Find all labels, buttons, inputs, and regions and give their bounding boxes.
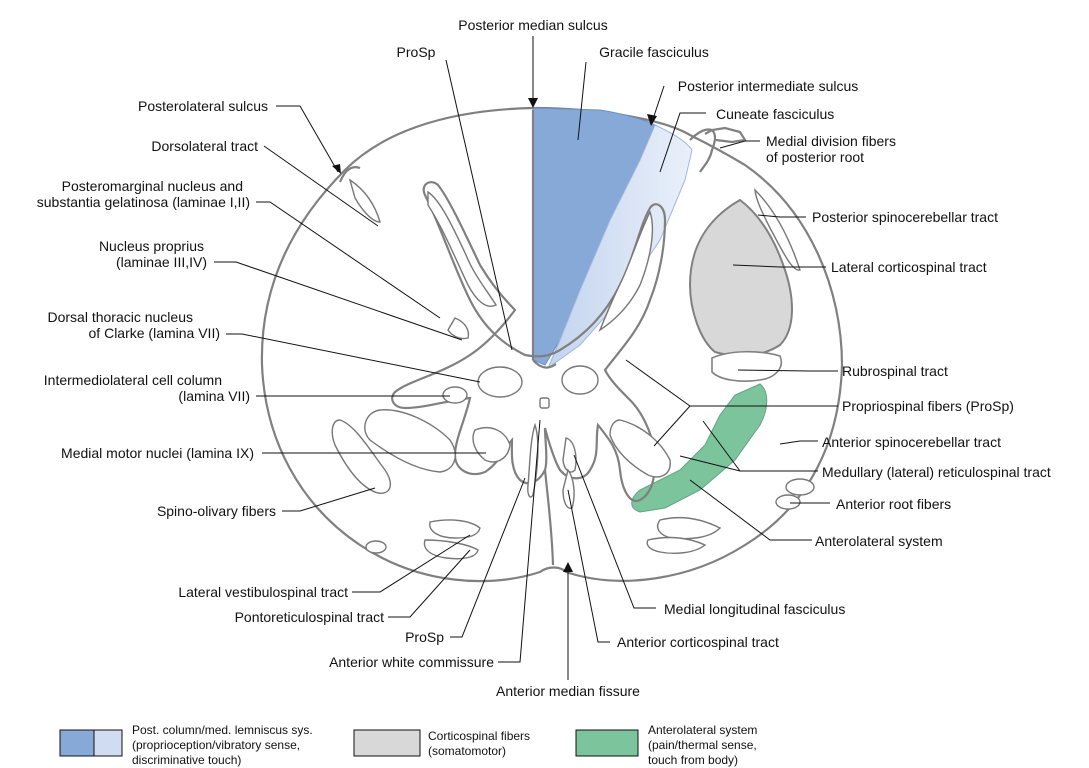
medial-division-fibers-root	[689, 128, 717, 173]
label-medial-division-fibers-1: Medial division fibers	[766, 133, 896, 149]
legend-item-corticospinal: Corticospinal fibers (somatomotor)	[353, 729, 530, 758]
label-rubrospinal-tract: Rubrospinal tract	[842, 363, 948, 379]
legend-swatch-post-column-dark	[59, 729, 95, 757]
label-dorsolateral-tract: Dorsolateral tract	[151, 138, 258, 154]
label-anterior-white-commissure: Anterior white commissure	[329, 654, 494, 670]
legend-post-column-line2: (proprioception/vibratory sense,	[132, 738, 300, 752]
central-canal	[539, 397, 550, 409]
leader-lines	[214, 36, 838, 680]
label-intermediolateral-2: (lamina VII)	[178, 388, 250, 404]
legend-swatch-post-column-light	[93, 729, 123, 757]
legend-anterolateral-line3: touch from body)	[648, 753, 738, 767]
cuneate-fasciculus-region	[546, 124, 693, 370]
anterior-spinocerebellar-shape	[656, 516, 722, 540]
label-anterior-corticospinal-tract: Anterior corticospinal tract	[617, 634, 779, 650]
label-dorsal-thoracic-2: of Clarke (lamina VII)	[89, 325, 220, 341]
label-medial-division-fibers-2: of posterior root	[766, 149, 864, 165]
label-lateral-corticospinal-tract: Lateral corticospinal tract	[831, 259, 987, 275]
legend-post-column-line1: Post. column/med. lemniscus sys.	[132, 723, 313, 737]
label-lateral-vestibulospinal-tract: Lateral vestibulospinal tract	[178, 584, 348, 600]
posterior-spinocerebellar-shape	[754, 188, 801, 271]
pontoreticulospinal-shape	[429, 519, 481, 539]
label-anterior-root-fibers: Anterior root fibers	[836, 496, 951, 512]
anterior-root-bundle-1	[785, 478, 815, 496]
legend-anterolateral-line2: (pain/thermal sense,	[648, 738, 757, 752]
label-posterior-intermediate-sulcus: Posterior intermediate sulcus	[678, 78, 859, 94]
right-substantia-gelatinosa-shape	[598, 210, 654, 332]
label-gracile-fasciculus: Gracile fasciculus	[599, 44, 709, 60]
intermediolateral-column-shape	[442, 386, 468, 404]
legend-anterolateral-line1: Anterolateral system	[648, 723, 757, 737]
label-propriospinal-fibers: Propriospinal fibers (ProSp)	[842, 398, 1014, 414]
label-medial-longitudinal-fasciculus: Medial longitudinal fasciculus	[664, 601, 845, 617]
dorsal-thoracic-nucleus-shape	[477, 366, 523, 398]
label-nucleus-proprius-1: Nucleus proprius	[99, 238, 204, 254]
right-posterior-column-boundary	[532, 359, 557, 369]
medial-motor-nuclei-shape	[472, 427, 511, 463]
label-anterior-spinocerebellar-tract: Anterior spinocerebellar tract	[822, 434, 1001, 450]
lateral-vestibulospinal-shape	[423, 539, 479, 560]
left-ventral-horn-inner	[364, 409, 456, 473]
legend: Post. column/med. lemniscus sys. (propri…	[59, 723, 757, 767]
label-pontoreticulospinal-tract: Pontoreticulospinal tract	[235, 609, 385, 625]
legend-corticospinal-line2: (somatomotor)	[428, 744, 506, 758]
legend-corticospinal-line1: Corticospinal fibers	[428, 729, 530, 743]
right-dorsal-nucleus-shape	[561, 365, 599, 395]
label-medial-motor-nuclei: Medial motor nuclei (lamina IX)	[61, 445, 254, 461]
anterior-root-bundle-3	[365, 540, 387, 554]
label-prosp-top: ProSp	[397, 44, 436, 60]
label-posterior-spinocerebellar-tract: Posterior spinocerebellar tract	[812, 209, 998, 225]
dorsolateral-tract-shape	[348, 178, 381, 223]
right-ventral-horn-inner	[609, 419, 671, 478]
anterolateral-system-region	[631, 383, 768, 513]
label-nucleus-proprius-2: (laminae III,IV)	[116, 254, 207, 270]
legend-item-post-column: Post. column/med. lemniscus sys. (propri…	[59, 723, 313, 767]
spino-olivary-shape	[331, 419, 392, 494]
label-dorsal-thoracic-1: Dorsal thoracic nucleus	[47, 309, 193, 325]
label-medullary-reticulospinal-tract: Medullary (lateral) reticulospinal tract	[822, 464, 1051, 480]
rubrospinal-tract-region	[711, 350, 782, 382]
legend-post-column-line3: discriminative touch)	[132, 753, 241, 767]
label-intermediolateral-1: Intermediolateral cell column	[44, 372, 222, 388]
label-anterolateral-system: Anterolateral system	[815, 533, 943, 549]
gray-matter-outline	[391, 181, 667, 503]
right-anterior-band-shape	[646, 536, 707, 554]
label-cuneate-fasciculus: Cuneate fasciculus	[716, 106, 834, 122]
label-anterior-median-fissure: Anterior median fissure	[496, 683, 640, 699]
label-posteromarginal-2: substantia gelatinosa (laminae I,II)	[37, 194, 250, 210]
nucleus-proprius-shape	[447, 317, 470, 340]
medial-division-root-stem	[704, 126, 747, 144]
legend-swatch-anterolateral	[575, 729, 639, 757]
posterolateral-sulcus-root-stub	[338, 166, 361, 183]
legend-item-anterolateral: Anterolateral system (pain/thermal sense…	[575, 723, 757, 767]
legend-swatch-corticospinal	[353, 729, 421, 757]
label-posterolateral-sulcus: Posterolateral sulcus	[138, 98, 268, 114]
label-posteromarginal-1: Posteromarginal nucleus and	[62, 178, 243, 194]
label-spino-olivary-fibers: Spino-olivary fibers	[157, 503, 276, 519]
substantia-gelatinosa-shape	[427, 190, 497, 307]
anterior-root-bundle-2	[775, 494, 801, 510]
label-prosp-bottom: ProSp	[405, 629, 444, 645]
medial-longitudinal-fasciculus-shape	[562, 437, 577, 473]
labels: Posterior median sulcus ProSp Gracile fa…	[37, 17, 1051, 699]
label-posterior-median-sulcus: Posterior median sulcus	[458, 17, 607, 33]
anterior-median-fissure-line	[543, 469, 555, 566]
